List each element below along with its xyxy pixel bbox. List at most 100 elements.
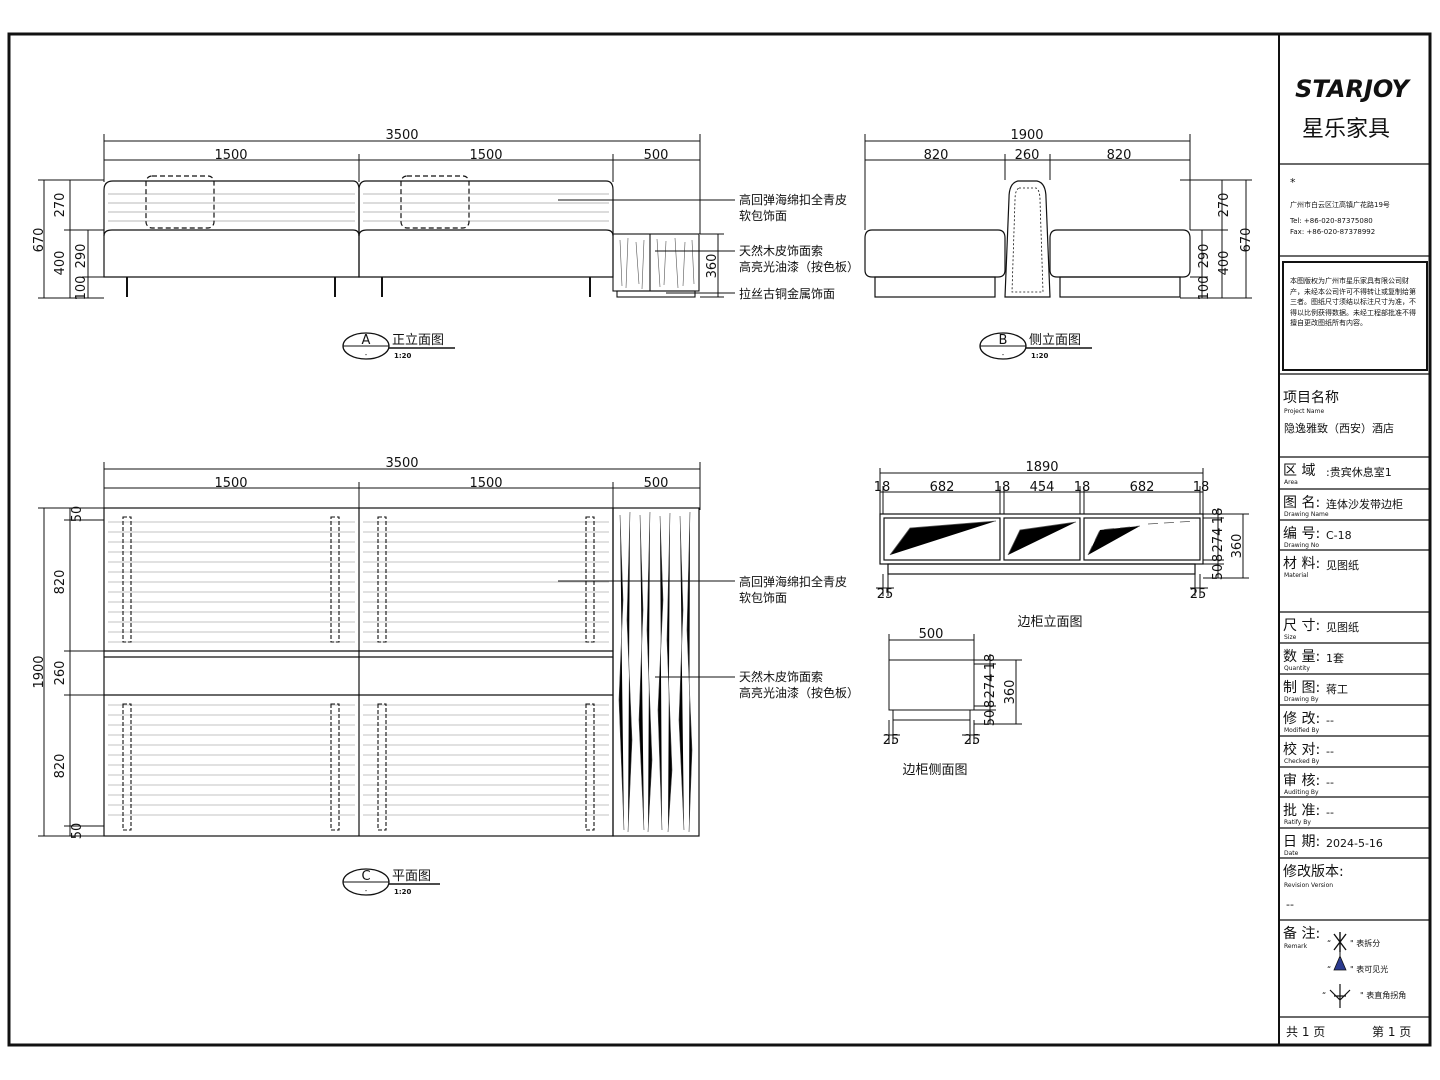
- plan-dim-seg2: 1500: [469, 476, 502, 491]
- side-dim-height-total: 670: [1239, 228, 1254, 253]
- remark-open-quote-1: “: [1327, 939, 1331, 948]
- side-label-dash: -: [1002, 351, 1005, 359]
- plan-label-dash: -: [365, 887, 368, 895]
- plan-note-4: 高亮光油漆（按色板）: [739, 685, 859, 700]
- remark-open-quote-2: “: [1327, 965, 1331, 974]
- project-label: 项目名称: [1283, 390, 1339, 406]
- side-label-scale: 1:20: [1031, 352, 1049, 360]
- tb-row-value: 2024-5-16: [1326, 837, 1383, 850]
- tb-row-label: 日 期:: [1283, 834, 1320, 850]
- sheet-frame: [7, 32, 1432, 1047]
- cabinet-front-view: 1890 18 682 18 454 18 682 18: [874, 460, 1249, 630]
- front-pillow-left: [145, 175, 215, 229]
- cab-side-dim-h360: 360: [1003, 680, 1018, 705]
- remark-label: 备 注:: [1283, 925, 1320, 942]
- remark-item-3: " 表直角拐角: [1360, 990, 1406, 1000]
- page-total: 共 1 页: [1286, 1025, 1325, 1039]
- tb-row-value: --: [1326, 806, 1334, 819]
- project-label-en: Project Name: [1284, 408, 1324, 415]
- front-dim-height-total: 670: [32, 228, 47, 253]
- tb-row-label: 修 改:: [1283, 711, 1320, 727]
- plan-note-3: 天然木皮饰面索: [739, 669, 823, 684]
- side-dim-290: 290: [1197, 244, 1212, 269]
- side-dim-100: 100: [1197, 276, 1212, 301]
- tb-row-label: 编 号:: [1283, 526, 1320, 542]
- plan-dim-820-bottom: 820: [53, 754, 68, 779]
- front-side-table: [612, 233, 700, 298]
- front-dim-total: 3500: [385, 128, 418, 143]
- front-label-title: 正立面图: [392, 333, 444, 348]
- plan-dim-50-top: 50: [70, 506, 85, 523]
- page-number: 第 1 页: [1372, 1025, 1411, 1039]
- cab-front-dim-total: 1890: [1025, 460, 1058, 475]
- cab-front-dim-t3: 18: [1074, 480, 1091, 495]
- tb-row-label: 材 料:: [1283, 556, 1320, 572]
- remark-item-2: " 表可见光: [1350, 964, 1388, 974]
- tb-row-label-en: Checked By: [1284, 758, 1320, 765]
- tb-row-label-en: Auditing By: [1284, 789, 1319, 796]
- brand-name: 星乐家具: [1302, 117, 1390, 142]
- front-dim-back-height: 270: [53, 193, 68, 218]
- tb-row-label-en: Drawing By: [1284, 696, 1319, 703]
- tb-row-label-en: Size: [1284, 634, 1297, 641]
- remark-label-en: Remark: [1284, 943, 1308, 950]
- side-dim-back-height: 270: [1217, 193, 1232, 218]
- tb-row-label-en: Modified By: [1284, 727, 1320, 734]
- plan-dim-height-total: 1900: [32, 655, 47, 688]
- tb-row-label: 制 图:: [1283, 680, 1320, 696]
- tb-row-value: C-18: [1326, 529, 1352, 542]
- remark-open-quote-3: “: [1322, 991, 1326, 1000]
- front-label-letter: A: [362, 333, 371, 348]
- cab-front-dim-h274: 274: [1211, 528, 1226, 553]
- tb-row-value: 见图纸: [1326, 621, 1359, 634]
- tb-row-label-en: Drawing No: [1284, 542, 1319, 549]
- cab-side-dim-h50: 50: [983, 710, 998, 727]
- cab-front-dim-h18: 18: [1211, 508, 1226, 525]
- tb-row-label-en: Date: [1284, 850, 1299, 857]
- tb-row-value: --: [1326, 714, 1334, 727]
- cab-front-dim-t1: 18: [874, 480, 891, 495]
- tb-row-label: 校 对:: [1283, 741, 1320, 758]
- revision-label: 修改版本:: [1283, 864, 1344, 880]
- side-label-letter: B: [999, 333, 1008, 348]
- plan-dim-seg3: 500: [644, 476, 669, 491]
- front-dim-seat-height: 400: [53, 251, 68, 276]
- copyright-text: 本图版权为广州市星乐家具有限公司财产，未经本公司许可不得转让或复制给第三者。图纸…: [1290, 277, 1416, 327]
- front-dim-seg3: 500: [644, 148, 669, 163]
- tb-row-value: 见图纸: [1326, 559, 1359, 572]
- cab-front-dim-w1: 682: [930, 480, 955, 495]
- copyright-notice: 本图版权为广州市星乐家具有限公司财产，未经本公司许可不得转让或复制给第三者。图纸…: [1290, 277, 1416, 327]
- tb-row-label-en: Quantity: [1284, 665, 1310, 672]
- tb-row-label: 审 核:: [1283, 773, 1320, 789]
- plan-note-2: 软包饰面: [739, 591, 787, 605]
- front-dim-seg2: 1500: [469, 148, 502, 163]
- front-pillow-right: [400, 175, 470, 229]
- cab-side-dim-h274: 274: [983, 674, 998, 699]
- side-dim-seat-height: 400: [1217, 251, 1232, 276]
- company-tel: Tel: +86-020-87375080: [1289, 217, 1373, 225]
- revision-label-en: Revision Version: [1284, 882, 1333, 889]
- cab-side-dim-foot-right: 25: [964, 733, 981, 748]
- cabinet-side-view: 500 18 274 8 50 360 25 25 边柜侧面图: [883, 627, 1022, 778]
- tb-row-label: 尺 寸:: [1283, 618, 1320, 634]
- plan-dim-50-bottom: 50: [70, 823, 85, 840]
- front-label-scale: 1:20: [394, 352, 412, 360]
- front-dim-seg1: 1500: [214, 148, 247, 163]
- front-elevation-view: 3500 1500 1500 500 670 270 400 290 100: [32, 128, 859, 360]
- front-dim-table-height: 360: [705, 254, 720, 279]
- tb-row-value: 1套: [1326, 652, 1344, 665]
- side-elevation-view: 1900 820 260 820 270 400 670 290 100: [864, 128, 1254, 360]
- front-dim-290: 290: [74, 244, 89, 269]
- side-label-title: 侧立面图: [1029, 333, 1081, 348]
- tb-row-label: 图 名:: [1283, 495, 1320, 511]
- cab-front-dim-t4: 18: [1193, 480, 1210, 495]
- company-star: *: [1290, 176, 1296, 189]
- plan-label-scale: 1:20: [394, 888, 412, 896]
- cabinet-front-title: 边柜立面图: [1017, 615, 1082, 630]
- tb-row-value: 蒋工: [1326, 683, 1348, 696]
- tb-row-value: 连体沙发带边柜: [1326, 497, 1403, 511]
- side-dim-c: 820: [1107, 148, 1132, 163]
- plan-label-letter: C: [361, 869, 370, 884]
